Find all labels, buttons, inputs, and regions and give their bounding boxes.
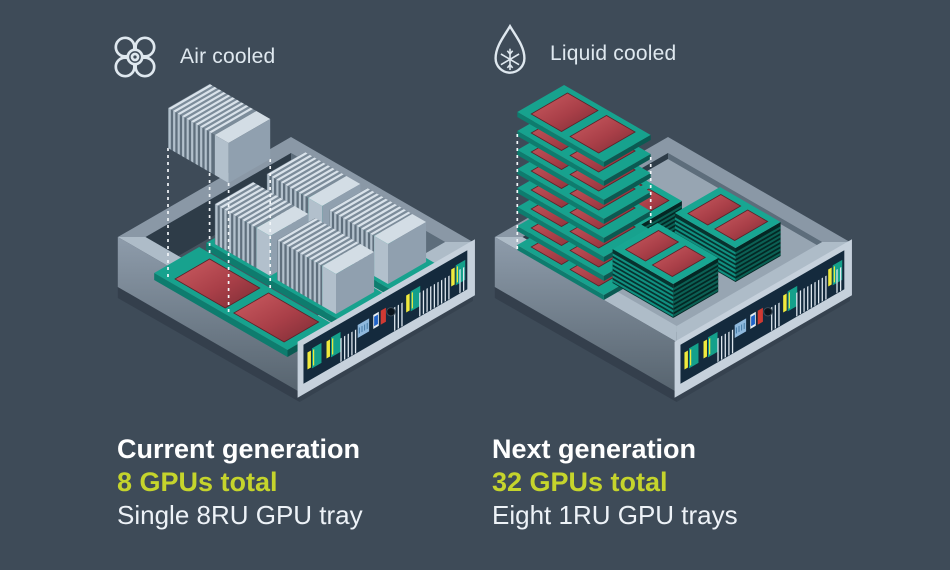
fan-icon (114, 36, 156, 78)
droplet-snowflake-icon (494, 23, 526, 74)
caption-heading: Current generation (117, 434, 361, 464)
liquid-cooled-label: Liquid cooled (550, 42, 677, 65)
caption-description: Eight 1RU GPU trays (492, 500, 738, 530)
next-generation-caption: Next generation 32 GPUs total Eight 1RU … (492, 433, 738, 532)
current-generation-caption: Current generation 8 GPUs total Single 8… (117, 433, 363, 532)
caption-heading: Next generation (492, 434, 697, 464)
liquid-cooled-header: Liquid cooled (486, 22, 676, 86)
caption-description: Single 8RU GPU tray (117, 500, 363, 530)
air-cooled-label: Air cooled (180, 45, 276, 68)
liquid-cooled-server-tray-illustration (494, 85, 852, 402)
air-cooled-server-tray-illustration (117, 84, 475, 402)
air-cooled-header: Air cooled (108, 30, 275, 84)
caption-gpu-total: 8 GPUs total (117, 467, 278, 497)
caption-gpu-total: 32 GPUs total (492, 467, 668, 497)
